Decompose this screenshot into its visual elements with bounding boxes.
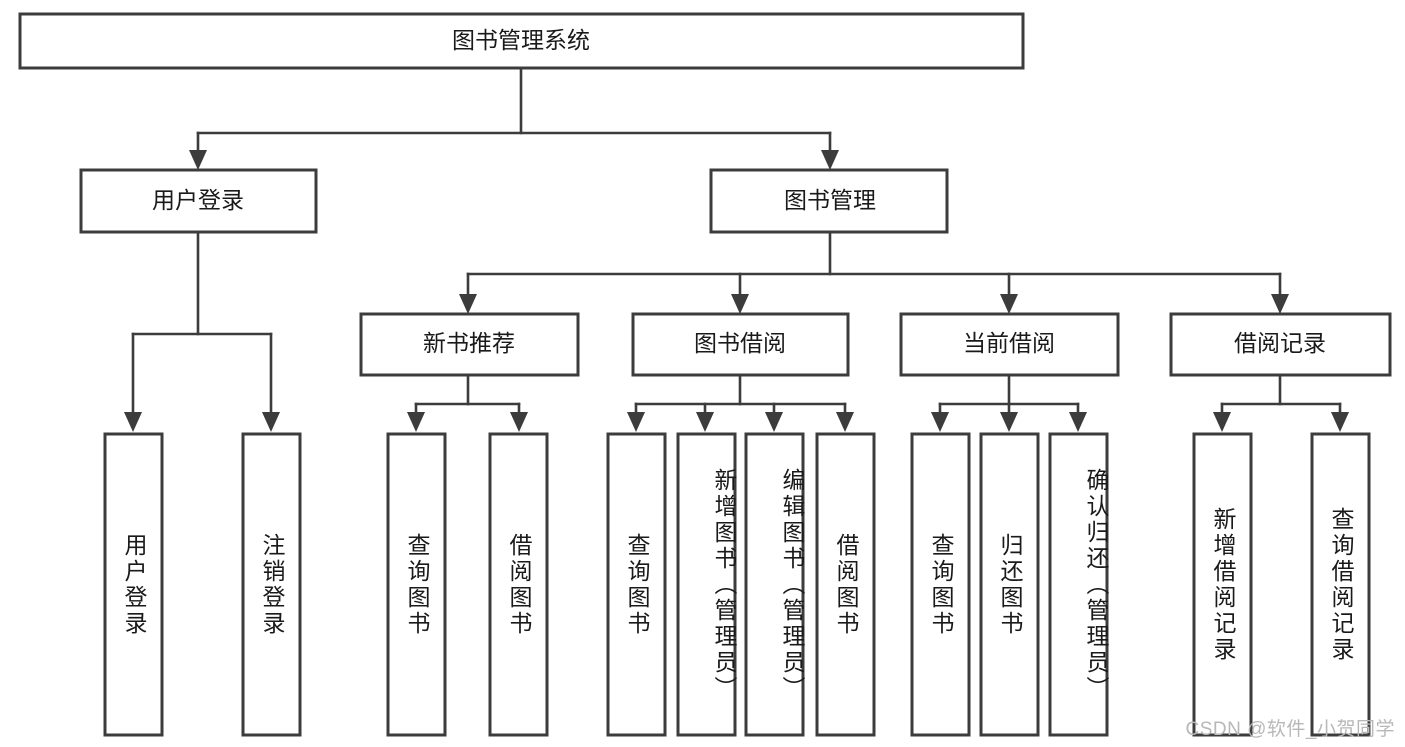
connector-group-new-book-recommend bbox=[407, 373, 528, 432]
arrow-head-bb-leaf-1 bbox=[627, 412, 645, 432]
leaf-box-cb-query-book[interactable] bbox=[910, 432, 971, 737]
arrow-head-nbr-leaf-1 bbox=[407, 412, 425, 432]
node-current-borrow-box[interactable] bbox=[899, 312, 1120, 377]
leaf-box-user-login[interactable] bbox=[103, 432, 164, 737]
node-book-manage-box[interactable] bbox=[709, 168, 949, 234]
node-borrow-record-label: 借阅记录 bbox=[1234, 330, 1326, 356]
arrow-head-book-borrow bbox=[731, 294, 749, 314]
leaf-box-nbr-borrow-book[interactable] bbox=[488, 432, 549, 737]
connector-group-user-login bbox=[124, 230, 280, 432]
leaf-box-br-add-record[interactable] bbox=[1192, 432, 1253, 737]
arrow-head-book-manage bbox=[821, 150, 839, 170]
arrow-head-current-borrow bbox=[1000, 294, 1018, 314]
node-book-borrow-label: 图书借阅 bbox=[694, 330, 786, 356]
arrow-head-nbr-leaf-2 bbox=[510, 412, 528, 432]
connector-group-book-manage bbox=[459, 230, 1289, 314]
leaf-box-bb-borrow-book[interactable] bbox=[815, 432, 876, 737]
csdn-watermark: CSDN @软件_小贺同学 bbox=[1185, 719, 1395, 740]
connector-group-root bbox=[189, 66, 839, 170]
node-user-login-box[interactable] bbox=[79, 168, 318, 234]
connector-group-book-borrow bbox=[627, 373, 854, 432]
node-new-book-recommend-label: 新书推荐 bbox=[423, 330, 515, 356]
leaf-box-nbr-query-book[interactable] bbox=[386, 432, 447, 737]
node-book-manage[interactable]: 图书管理 bbox=[709, 168, 949, 234]
node-user-login-label: 用户登录 bbox=[152, 187, 244, 213]
node-book-borrow[interactable]: 图书借阅 bbox=[631, 312, 850, 377]
leaf-box-br-query-record[interactable] bbox=[1310, 432, 1371, 737]
arrow-head-leaf-user-login bbox=[124, 412, 142, 432]
arrow-head-user-login bbox=[189, 150, 207, 170]
node-root-box[interactable] bbox=[18, 12, 1025, 70]
node-new-book-recommend[interactable]: 新书推荐 bbox=[359, 312, 580, 377]
leaf-box-cb-return-book[interactable] bbox=[979, 432, 1040, 737]
arrow-head-bb-leaf-3 bbox=[765, 412, 783, 432]
leaf-box-bb-query-book[interactable] bbox=[606, 432, 667, 737]
node-root-label: 图书管理系统 bbox=[452, 27, 590, 53]
node-book-borrow-box[interactable] bbox=[631, 312, 850, 377]
arrow-head-cb-leaf-3 bbox=[1069, 412, 1087, 432]
arrow-head-br-leaf-2 bbox=[1331, 412, 1349, 432]
arrow-head-br-leaf-1 bbox=[1213, 412, 1231, 432]
node-borrow-record[interactable]: 借阅记录 bbox=[1169, 312, 1392, 377]
node-root[interactable]: 图书管理系统 bbox=[18, 12, 1025, 70]
node-current-borrow[interactable]: 当前借阅 bbox=[899, 312, 1120, 377]
node-current-borrow-label: 当前借阅 bbox=[963, 330, 1055, 356]
arrow-head-cb-leaf-1 bbox=[931, 412, 949, 432]
node-user-login[interactable]: 用户登录 bbox=[79, 168, 318, 234]
arrow-head-cb-leaf-2 bbox=[1000, 412, 1018, 432]
node-new-book-recommend-box[interactable] bbox=[359, 312, 580, 377]
leaf-box-cb-confirm-return[interactable] bbox=[1048, 432, 1109, 737]
leaf-box-bb-edit-book[interactable] bbox=[744, 432, 805, 737]
arrow-head-new-book-recommend bbox=[459, 294, 477, 314]
arrow-head-bb-leaf-2 bbox=[696, 412, 714, 432]
arrow-head-borrow-record bbox=[1271, 294, 1289, 314]
leaf-box-logout[interactable] bbox=[241, 432, 302, 737]
leaf-box-bb-add-book[interactable] bbox=[676, 432, 737, 737]
node-book-manage-label: 图书管理 bbox=[784, 187, 876, 213]
connector-group-current-borrow bbox=[931, 373, 1087, 432]
node-borrow-record-box[interactable] bbox=[1169, 312, 1392, 377]
arrow-head-bb-leaf-4 bbox=[836, 412, 854, 432]
arrow-head-leaf-logout bbox=[262, 412, 280, 432]
connector-group-borrow-record bbox=[1213, 373, 1349, 432]
